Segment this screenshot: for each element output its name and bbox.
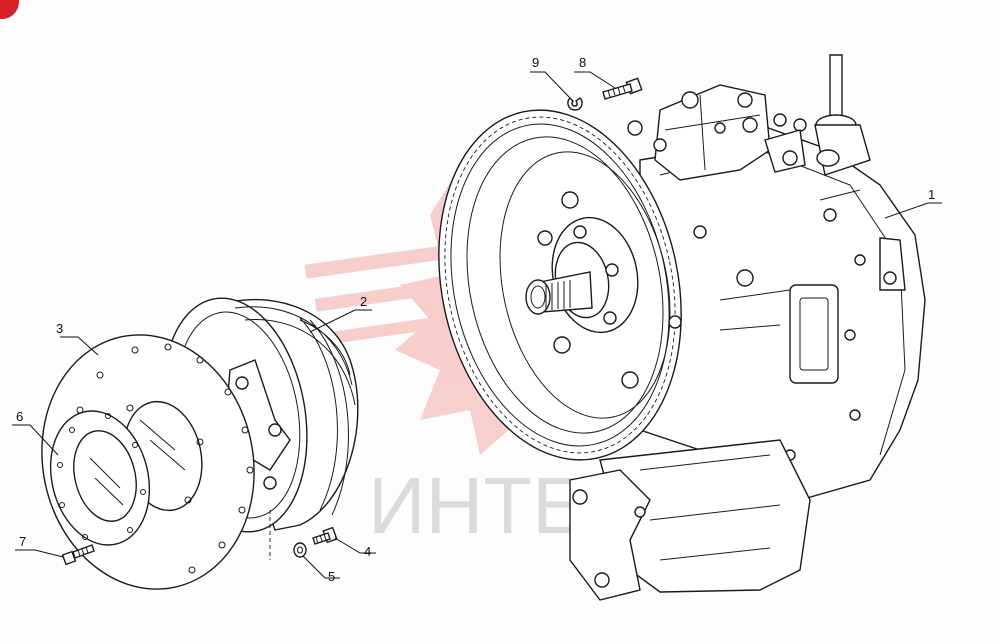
flywheel: [438, 109, 682, 461]
bolt-7: [61, 544, 95, 566]
spring-washer-9: [567, 97, 583, 111]
callout-3: 3: [56, 321, 63, 336]
washer-5: [293, 542, 307, 558]
callout-1: 1: [928, 187, 935, 202]
callout-5: 5: [328, 569, 335, 584]
gearbox-housing: [569, 54, 926, 601]
callout-6: 6: [16, 409, 23, 424]
adapter-plate: [49, 410, 151, 546]
callout-9: 9: [532, 55, 539, 70]
callout-4: 4: [364, 544, 371, 559]
watermark-text: ИНТЕ: [368, 461, 586, 550]
callout-leaders: [12, 71, 942, 579]
bolt-8: [602, 77, 643, 100]
callout-7: 7: [19, 534, 26, 549]
corner-badge: [0, 0, 19, 19]
callout-8: 8: [579, 55, 586, 70]
bolt-4: [312, 526, 338, 545]
callout-2: 2: [360, 294, 367, 309]
